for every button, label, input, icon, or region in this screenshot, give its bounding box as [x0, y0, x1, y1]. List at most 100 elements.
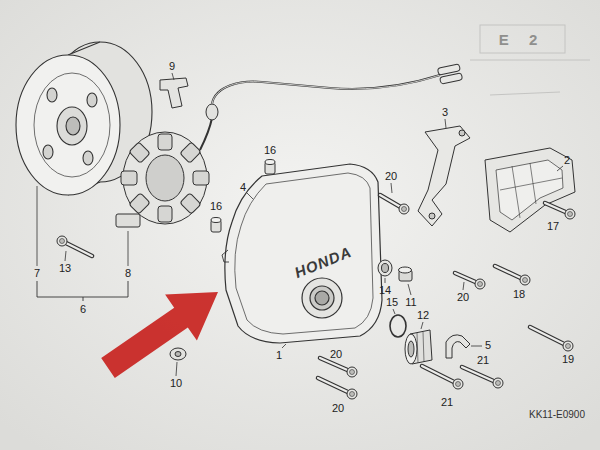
bolt — [478, 282, 483, 287]
callout-number: 21 — [477, 355, 489, 366]
bolt — [495, 266, 530, 285]
stator — [193, 171, 209, 185]
cap-and-seal — [399, 267, 412, 273]
bolt — [350, 392, 355, 397]
bolt — [520, 275, 530, 285]
flywheel — [57, 107, 87, 145]
bolt — [318, 378, 352, 394]
flywheel — [16, 55, 120, 195]
callout-number: 7 — [34, 268, 40, 279]
wire-harness — [440, 73, 463, 84]
stator — [146, 155, 184, 201]
stator — [158, 206, 172, 222]
dowel-pins — [211, 218, 221, 223]
stator — [129, 142, 150, 163]
callout-number: 19 — [562, 354, 574, 365]
callout-number: 4 — [240, 182, 246, 193]
oring-and-plug — [390, 315, 406, 337]
flywheel — [34, 73, 110, 177]
sealing-washer — [175, 352, 181, 357]
bolt — [523, 278, 528, 283]
faded-background-print — [470, 60, 590, 95]
callout-number: 15 — [386, 297, 398, 308]
wire-harness — [206, 64, 463, 120]
bracket-plate — [459, 130, 465, 136]
bolt — [475, 279, 485, 289]
bolt — [496, 381, 501, 386]
wire-harness — [206, 104, 218, 120]
stator — [121, 134, 209, 222]
bolt — [350, 370, 355, 375]
callout-number: 20 — [457, 292, 469, 303]
stator — [158, 134, 172, 150]
bolt — [422, 366, 458, 384]
brand-lettering: HONDA — [292, 244, 353, 280]
bolt — [402, 207, 407, 212]
callout-number: 12 — [417, 310, 429, 321]
left-crankcase-cover — [310, 286, 334, 310]
sealing-washer — [170, 348, 186, 360]
leader-line — [247, 193, 253, 199]
bolt — [347, 367, 357, 377]
callout-number: 5 — [485, 340, 491, 351]
cap-and-seal — [382, 264, 389, 273]
oring-and-plug — [390, 315, 432, 364]
cap-and-seal — [378, 260, 412, 281]
flywheel — [47, 88, 57, 102]
callout-number: 3 — [442, 107, 448, 118]
bolt — [318, 378, 357, 399]
bolt — [462, 367, 498, 383]
left-crankcase-cover — [235, 173, 373, 334]
callout-number: 2 — [564, 155, 570, 166]
sprocket-guard — [485, 148, 575, 232]
flywheel — [83, 151, 93, 165]
callout-number: 20 — [332, 403, 344, 414]
left-crankcase-cover — [225, 164, 382, 343]
oring-and-plug — [408, 341, 414, 357]
bolt — [57, 236, 67, 246]
faded-background-print — [470, 25, 590, 95]
wire-clip — [160, 78, 188, 108]
bolt — [57, 236, 92, 256]
bolt — [399, 204, 409, 214]
bolt — [380, 195, 409, 214]
oring-and-plug — [405, 334, 417, 364]
leader-lines — [37, 73, 563, 376]
leader-line — [463, 282, 464, 290]
bolt — [545, 203, 575, 219]
leader-line — [128, 231, 129, 266]
callout-number: 13 — [59, 263, 71, 274]
callout-number: 16 — [210, 201, 222, 212]
flywheel — [87, 93, 97, 107]
red-pointer-arrow — [101, 292, 218, 378]
stator — [200, 118, 212, 150]
bolts — [57, 195, 575, 399]
bolt — [453, 379, 463, 389]
faded-background-print — [480, 25, 565, 53]
flywheel — [66, 117, 80, 135]
sprocket-guard — [485, 148, 575, 232]
leader-line — [385, 278, 386, 283]
bolt — [422, 366, 463, 389]
leader-line — [391, 183, 392, 193]
leader-line — [471, 346, 482, 347]
stator — [180, 142, 201, 163]
callout-number: 21 — [441, 397, 453, 408]
bracket-plate — [418, 126, 470, 226]
callout-number: 10 — [170, 378, 182, 389]
stator — [129, 193, 150, 214]
bolt — [563, 341, 573, 351]
stator — [116, 118, 212, 227]
stator — [180, 193, 201, 214]
callout-number: 9 — [169, 61, 175, 72]
stator — [116, 214, 140, 227]
bolt — [462, 367, 503, 388]
stator — [121, 171, 137, 185]
leader-line — [172, 73, 174, 80]
bolt — [422, 366, 458, 384]
bolt — [347, 389, 357, 399]
wire-clamp — [446, 335, 470, 358]
bolt — [462, 367, 498, 383]
